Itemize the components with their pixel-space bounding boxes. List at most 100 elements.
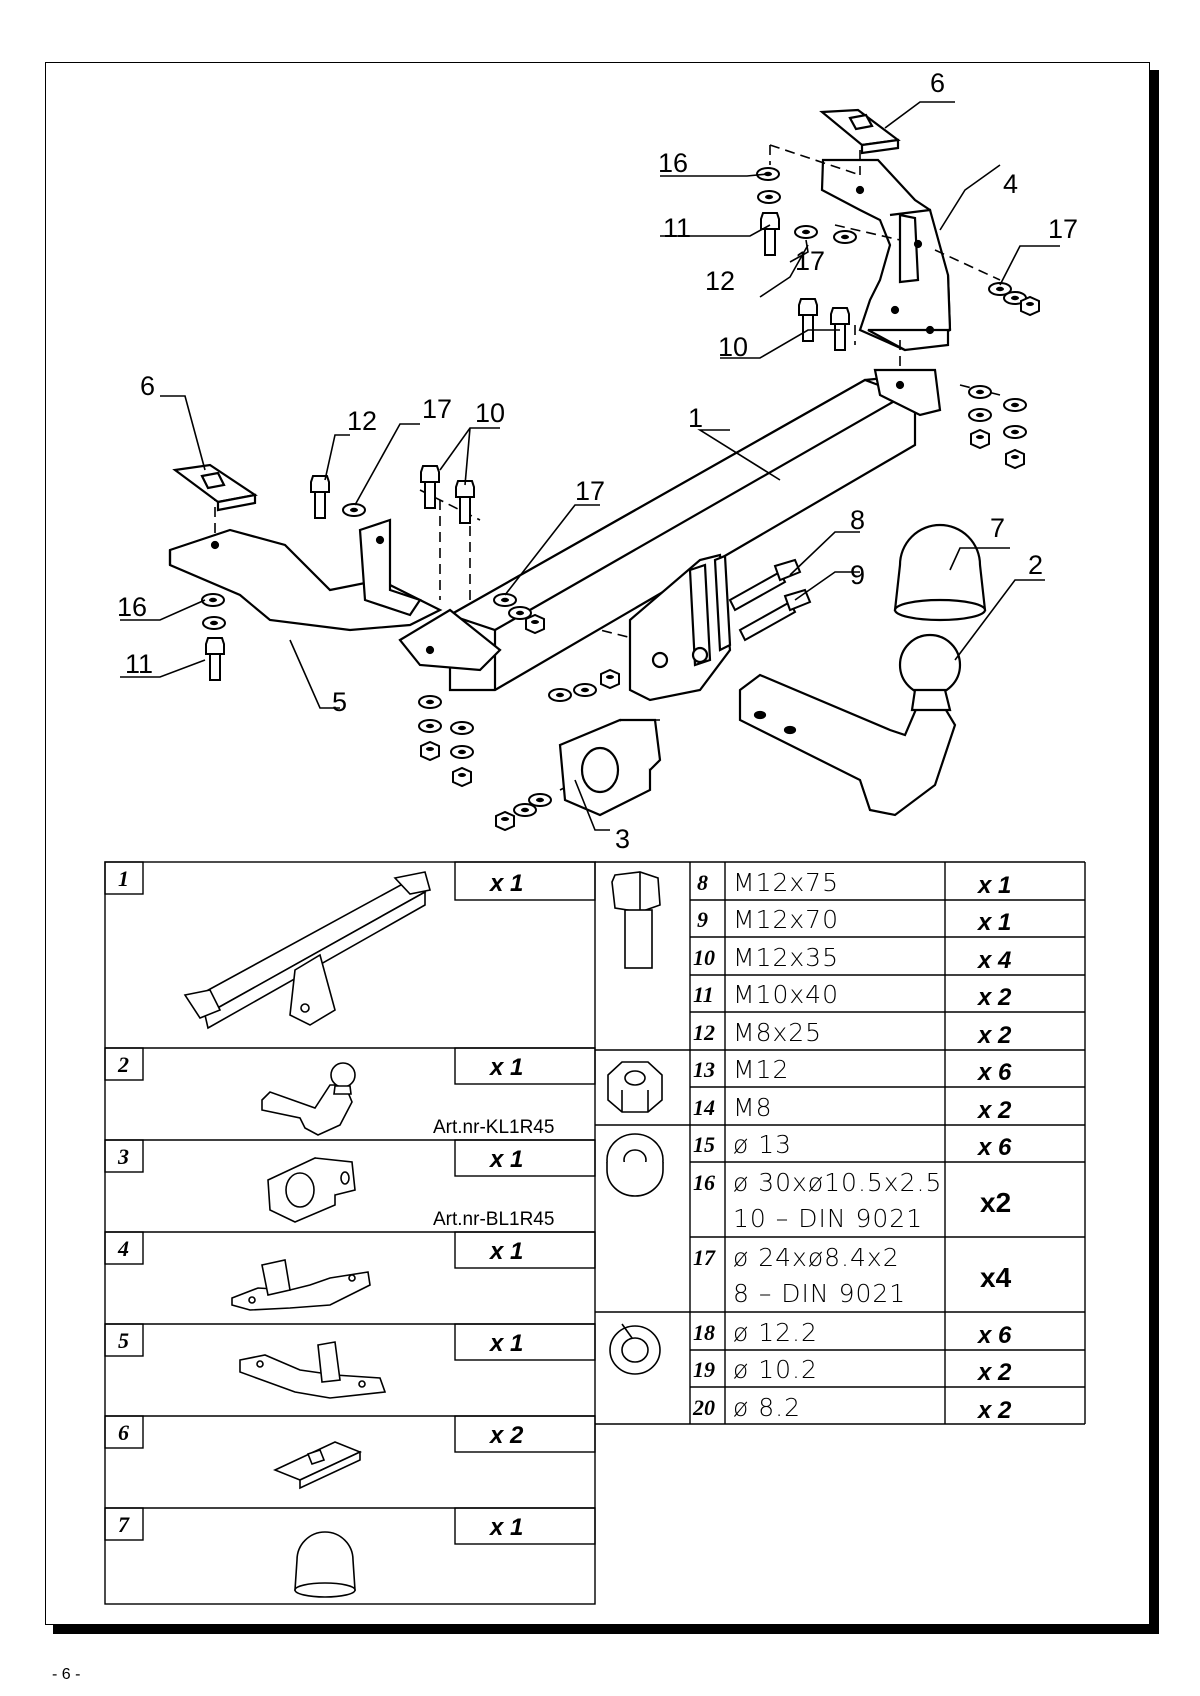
row-17-spec-line2: 8 – DIN 9021 (733, 1279, 906, 1308)
callout-8: 8 (850, 505, 865, 535)
row-1-qty: x 1 (488, 870, 523, 897)
nut-plate-6-left (172, 463, 258, 512)
callout-10-top: 10 (718, 332, 748, 362)
page-number: - 6 - (52, 1666, 81, 1683)
row-6-qty: x 2 (488, 1422, 524, 1449)
row-1-num: 1 (118, 866, 129, 891)
row-16-spec-line2: 10 – DIN 9021 (733, 1204, 923, 1233)
row-19-spec: ø 10.2 (733, 1355, 818, 1384)
bracket-4-drawing (820, 158, 952, 352)
row-5-num: 5 (118, 1328, 129, 1353)
parts-table-right (595, 861, 1086, 1425)
row-13-spec: M12 (733, 1055, 789, 1084)
tow-ball-neck-drawing (738, 633, 962, 817)
callout-17-left: 17 (422, 394, 452, 424)
row-10-qty: x 4 (976, 947, 1011, 974)
row-14-qty: x 2 (976, 1097, 1012, 1124)
row-9-spec: M12x70 (733, 905, 839, 934)
row-13-num: 13 (693, 1057, 715, 1082)
callout-leaders (120, 101, 1060, 831)
bolts-8-9 (728, 558, 812, 642)
socket-plate-icon (267, 1157, 356, 1223)
frame-shadow-right (1150, 70, 1159, 1633)
nut-plate-icon (272, 1441, 363, 1490)
row-20-qty: x 2 (976, 1397, 1012, 1424)
callout-7: 7 (990, 513, 1005, 543)
callout-12-left: 12 (347, 406, 377, 436)
parts-table-left (104, 861, 596, 1605)
callout-17-top-b: 17 (1048, 214, 1078, 244)
row-17-qty: x4 (980, 1262, 1012, 1293)
frame-shadow-bottom (53, 1625, 1159, 1634)
left-table-text: 1 x 1 2 x 1 Art.nr-KL1R45 3 x 1 Art.nr-B… (117, 866, 554, 1541)
row-8-spec: M12x75 (733, 868, 839, 897)
row-4-qty: x 1 (488, 1238, 523, 1265)
row-12-num: 12 (693, 1020, 715, 1045)
row-12-qty: x 2 (976, 1022, 1012, 1049)
row-8-qty: x 1 (976, 872, 1011, 899)
row-20-spec: ø 8.2 (733, 1393, 801, 1422)
row-18-num: 18 (693, 1320, 715, 1345)
callout-9: 9 (850, 560, 865, 590)
row-16-num: 16 (693, 1170, 715, 1195)
row-20-num: 20 (692, 1395, 715, 1420)
callout-11-top: 11 (663, 213, 691, 243)
right-bracket-icon (231, 1259, 371, 1311)
row-11-qty: x 2 (976, 984, 1012, 1011)
callout-2: 2 (1028, 550, 1043, 580)
ball-cap-drawing (893, 523, 987, 622)
hex-bolt-icon (611, 871, 661, 969)
callout-5: 5 (332, 687, 347, 717)
ball-cap-icon (294, 1531, 356, 1598)
right-table-text: 8 M12x75 x 1 9 M12x70 x 1 10 M12x35 x 4 … (692, 868, 1012, 1424)
socket-plate-drawing (558, 718, 662, 817)
tow-ball-neck-icon (261, 1062, 356, 1136)
row-4-num: 4 (117, 1236, 129, 1261)
row-11-spec: M10x40 (733, 980, 839, 1009)
callout-16-left: 16 (117, 592, 147, 622)
row-10-num: 10 (693, 945, 715, 970)
callout-1: 1 (688, 403, 703, 433)
row-18-spec: ø 12.2 (733, 1318, 818, 1347)
callout-6-left: 6 (140, 371, 155, 401)
row-15-num: 15 (693, 1132, 715, 1157)
row-17-num: 17 (693, 1245, 716, 1270)
bracket-5-drawing (168, 518, 443, 632)
callout-17-mid: 17 (575, 476, 605, 506)
row-2-article: Art.nr-KL1R45 (433, 1117, 554, 1138)
row-9-qty: x 1 (976, 909, 1011, 936)
row-14-spec: M8 (733, 1093, 772, 1122)
callout-6-top: 6 (930, 68, 945, 98)
row-16-spec-line1: ø 30xø10.5x2.5 (733, 1168, 942, 1197)
row-7-num: 7 (118, 1512, 130, 1537)
row-9-num: 9 (697, 907, 708, 932)
row-13-qty: x 6 (976, 1059, 1012, 1086)
row-10-spec: M12x35 (733, 943, 839, 972)
row-2-num: 2 (117, 1052, 129, 1077)
callout-10-left: 10 (475, 398, 505, 428)
nut-plate-6-top (819, 108, 901, 155)
callout-11-left: 11 (125, 649, 153, 679)
callout-labels: 6 16 11 12 17 4 17 10 6 12 17 10 1 17 8 … (117, 68, 1078, 854)
row-11-num: 11 (693, 982, 714, 1007)
tow-bar-frame-icon (183, 871, 432, 1030)
row-8-num: 8 (697, 870, 708, 895)
page-frame (45, 62, 1150, 1625)
row-12-spec: M8x25 (733, 1018, 822, 1047)
hex-nut-icon (607, 1061, 663, 1113)
row-14-num: 14 (693, 1095, 715, 1120)
row-17-spec-line1: ø 24xø8.4x2 (733, 1243, 900, 1272)
row-6-num: 6 (118, 1420, 129, 1445)
row-15-qty: x 6 (976, 1134, 1012, 1161)
row-19-num: 19 (693, 1357, 715, 1382)
callout-16-top: 16 (658, 148, 688, 178)
row-18-qty: x 6 (976, 1322, 1012, 1349)
callout-3: 3 (615, 824, 630, 854)
row-15-spec: ø 13 (733, 1130, 792, 1159)
spring-washer-icon (609, 1323, 661, 1375)
callout-12-top: 12 (705, 266, 735, 296)
row-19-qty: x 2 (976, 1359, 1012, 1386)
row-7-qty: x 1 (488, 1514, 523, 1541)
callout-4: 4 (1003, 169, 1018, 199)
